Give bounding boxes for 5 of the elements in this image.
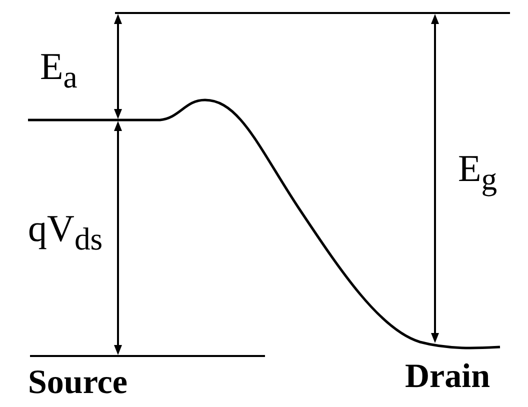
symbol-label: E$_{a}$ (40, 48, 78, 94)
symbol-label: qV$_{ds}$ (28, 210, 103, 256)
symbol-label: E$_{g}$ (458, 150, 498, 196)
terminal-label: Drain (405, 360, 490, 394)
terminal-label: Source (28, 366, 128, 400)
